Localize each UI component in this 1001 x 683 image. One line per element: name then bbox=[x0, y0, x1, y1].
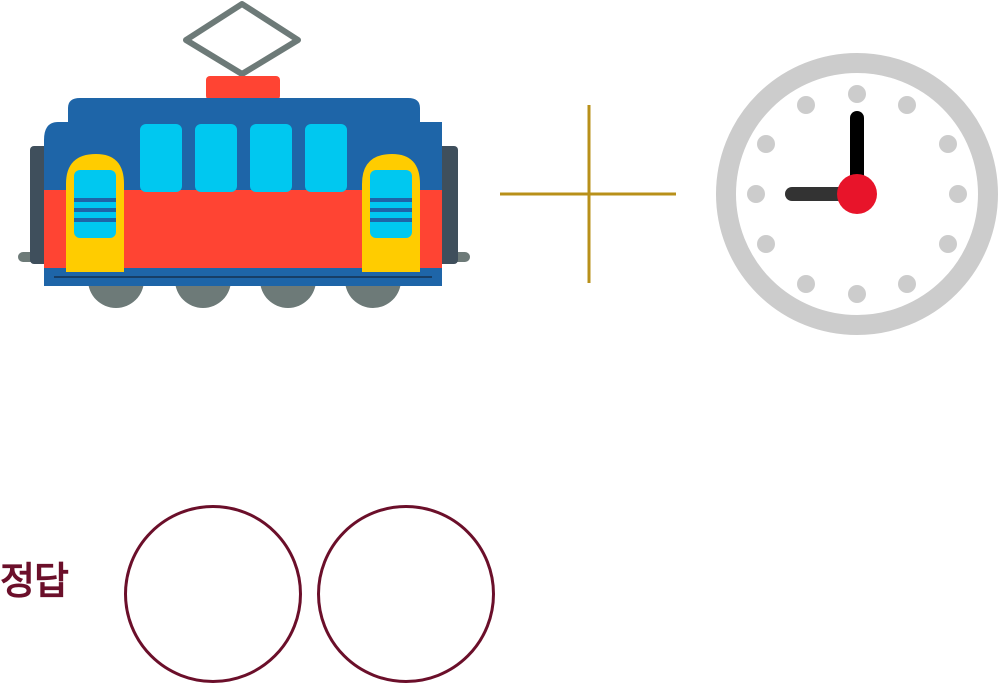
clock-center bbox=[837, 174, 877, 214]
clock-three-oclock-icon bbox=[716, 53, 998, 335]
tram-pantograph bbox=[183, 1, 301, 77]
answer-blank-2[interactable] bbox=[317, 505, 495, 683]
tram-icon bbox=[18, 1, 470, 308]
answer-blank-1[interactable] bbox=[124, 505, 302, 683]
plus-sign bbox=[500, 105, 676, 283]
answer-label: 정답 bbox=[0, 559, 69, 603]
